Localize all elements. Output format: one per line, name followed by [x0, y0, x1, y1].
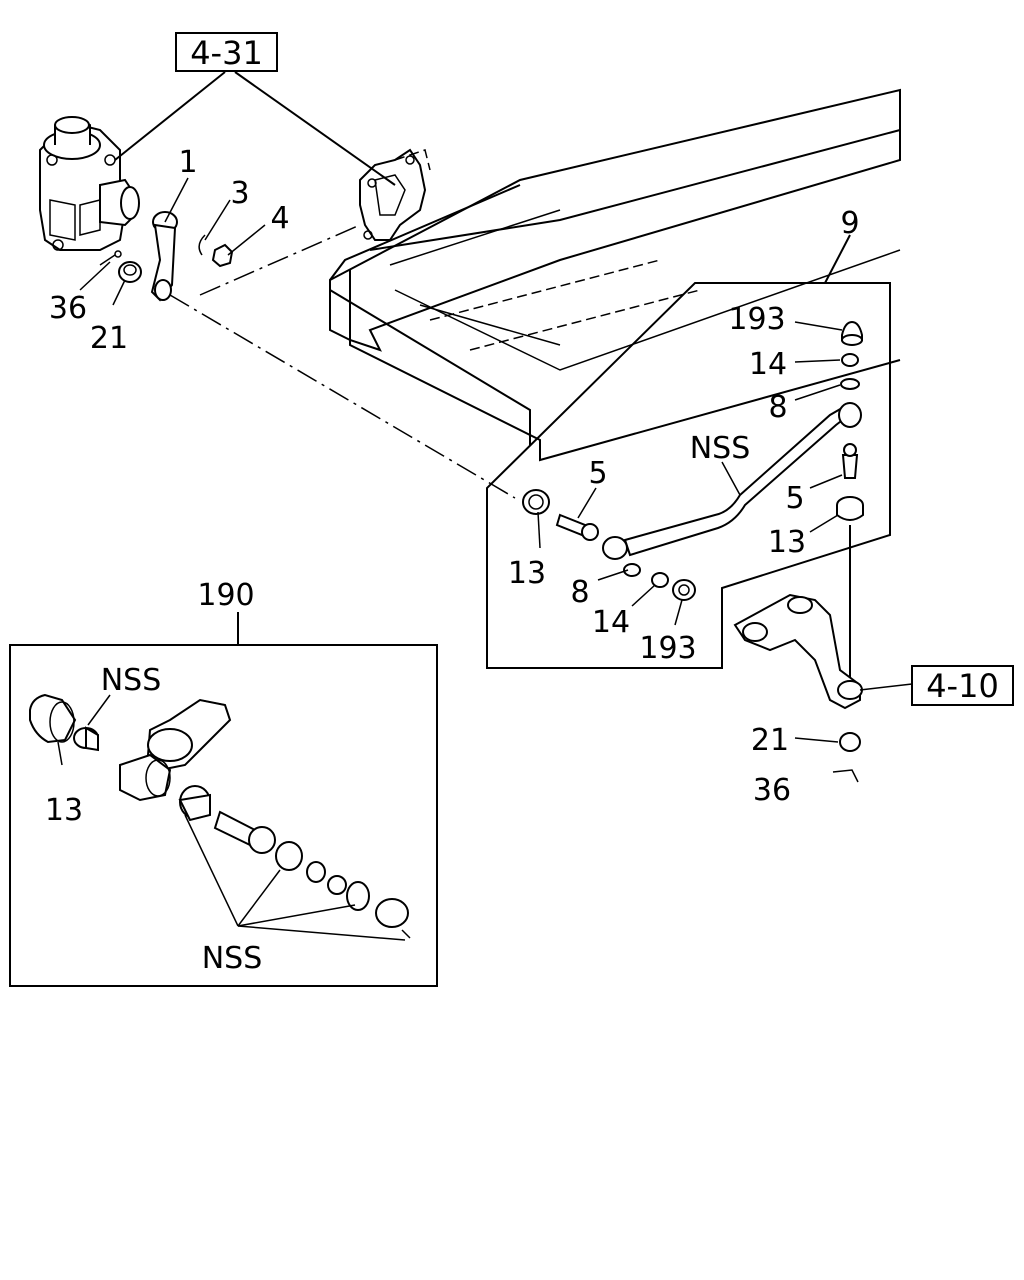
- frame-rail: [329, 88, 901, 462]
- right-end-parts: [836, 320, 864, 688]
- callout-36-top: 36: [49, 291, 87, 326]
- frame-bracket: [359, 148, 431, 241]
- castle-nut-bottom: [839, 732, 861, 752]
- callout-nss-kit-top: NSS: [101, 663, 162, 698]
- callout-13-kit: 13: [45, 793, 83, 828]
- callout-3: 3: [230, 176, 249, 211]
- callout-5-right: 5: [785, 481, 804, 516]
- callout-193-left: 193: [639, 631, 696, 666]
- callout-9: 9: [840, 206, 859, 241]
- callout-nss-rod: NSS: [690, 431, 751, 466]
- callout-5-left: 5: [588, 456, 607, 491]
- callout-21-bottom: 21: [751, 723, 789, 758]
- cotter-pin-bottom: [832, 769, 859, 783]
- pitman-arm: [150, 211, 178, 302]
- steering-gear-box: [39, 116, 140, 251]
- callout-1: 1: [178, 145, 197, 180]
- reference-box-4-10[interactable]: 4-10: [911, 665, 1014, 706]
- callout-190: 190: [197, 578, 254, 613]
- callout-8-left: 8: [570, 575, 589, 610]
- drag-link-rod: [602, 402, 862, 560]
- callout-21-top: 21: [90, 321, 128, 356]
- repair-kit-parts: [29, 693, 411, 939]
- callout-14-top: 14: [749, 347, 787, 382]
- reference-label-4-10: 4-10: [926, 667, 999, 705]
- left-end-parts: [522, 489, 696, 601]
- castle-nut-top: [118, 261, 142, 283]
- repair-kit-box: [9, 644, 438, 987]
- cotter-pin-top: [99, 250, 122, 266]
- callout-nss-kit-bottom: NSS: [202, 941, 263, 976]
- callout-14-left: 14: [592, 605, 630, 640]
- callout-13-left: 13: [508, 556, 546, 591]
- idler-arm: [733, 593, 863, 710]
- callout-8-top: 8: [768, 390, 787, 425]
- pitman-nut: [211, 243, 234, 268]
- reference-box-4-31[interactable]: 4-31: [175, 32, 278, 72]
- reference-label-4-31: 4-31: [190, 34, 263, 72]
- callout-193-top: 193: [728, 302, 785, 337]
- lock-washer: [198, 234, 206, 256]
- callout-36-bottom: 36: [753, 773, 791, 808]
- callout-4: 4: [270, 201, 289, 236]
- callout-13-right: 13: [768, 525, 806, 560]
- drag-link-group-outline: [486, 282, 891, 669]
